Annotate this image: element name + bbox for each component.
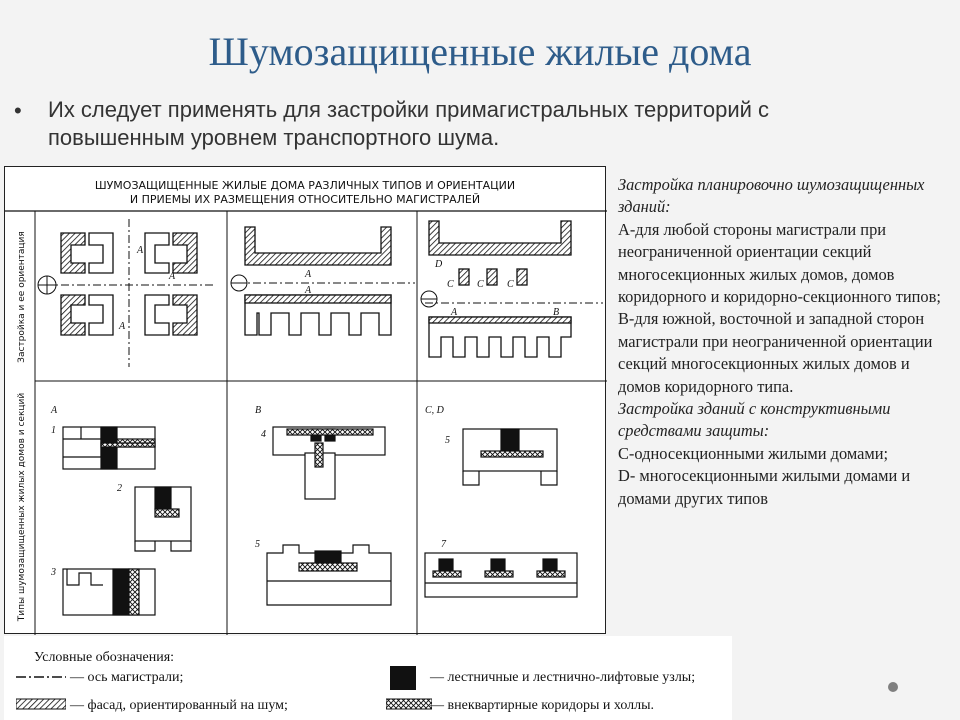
side-text-p3: В-для южной, восточной и западной сторон… [618,309,933,396]
slide-title: Шумозащищенные жилые дома [208,29,752,74]
bullet-text: Их следует применять для застройки прима… [48,97,770,150]
hatched-facade-icon [16,698,66,710]
legend-title: Условные обозначения: [34,650,175,665]
label-n7: 7 [441,539,447,550]
figure-header-line1: ШУМОЗАЩИЩЕННЫЕ ЖИЛЫЕ ДОМА РАЗЛИЧНЫХ ТИПО… [95,179,515,192]
slide-nav-dot-icon[interactable] [888,682,898,692]
label-c-1: С [447,279,454,290]
label-b-2: В [255,405,261,416]
label-a-1: А [136,245,144,256]
side-text-p5: С-односекционными жилыми домами; [618,443,889,463]
side-text-p4: Застройка зданий с конструктивными средс… [618,399,891,441]
figure-header-line2: И ПРИЕМЫ ИХ РАЗМЕЩЕНИЯ ОТНОСИТЕЛЬНО МАГИ… [130,193,480,206]
label-n1: 1 [51,425,56,436]
plan-panel-1 [60,232,198,336]
label-c-3: С [507,279,514,290]
label-a-3: А [118,321,126,332]
diagram-figure: ШУМОЗАЩИЩЕННЫЕ ЖИЛЫЕ ДОМА РАЗЛИЧНЫХ ТИПО… [4,166,607,635]
label-a-6: А [450,307,458,318]
side-description: Застройка планировочно шумозащищенных зд… [618,174,954,510]
label-a-5: А [304,285,312,296]
side-text-p2: А-для любой стороны магистрали при неогр… [618,219,941,307]
legend-item-facade: — фасад, ориентированный на шум; [70,698,288,713]
side-text-p6: D- многосекционными жилыми домами и дома… [618,466,911,508]
stair-node-icon [390,666,416,690]
legend-item-corridors: — внеквартирные коридоры и холлы. [430,698,655,713]
label-a-7: А [50,405,58,416]
diagram-legend: Условные обозначения: — ось магистрали; … [4,636,732,720]
corridor-hatch-icon [386,698,432,710]
label-n4: 4 [261,429,266,440]
plan-panel-3 [428,220,572,358]
label-n2: 2 [117,483,122,494]
label-n5a: 5 [255,539,260,550]
label-a-2: А [168,271,176,282]
house-types-panel-3: C, D 5 7 [424,405,578,598]
legend-item-stairs: — лестничные и лестнично-лифтовые узлы; [430,670,696,685]
row1-label: Застройка и ее ориентация [17,231,27,363]
label-d: D [434,259,443,270]
row2-label: Типы шумозащищенных жилых домов и секций [17,393,27,623]
label-c-2: С [477,279,484,290]
legend-item-axis: — ось магистрали; [70,670,184,685]
diagram-svg: ШУМОЗАЩИЩЕННЫЕ ЖИЛЫЕ ДОМА РАЗЛИЧНЫХ ТИПО… [5,179,607,635]
bullet-dot-icon: • [14,98,22,123]
side-text-p1: Застройка планировочно шумозащищенных зд… [618,175,925,217]
axis-symbol-icon [16,676,66,678]
label-cd: C, D [425,405,445,416]
house-types-panel-1: А 1 2 3 [50,405,192,616]
label-n3: 3 [50,567,56,578]
label-a-4: А [304,269,312,280]
label-b-1: В [553,307,559,318]
house-types-panel-2: В 4 5 [255,405,392,606]
plan-panel-2 [244,226,392,336]
label-n5b: 5 [445,435,450,446]
